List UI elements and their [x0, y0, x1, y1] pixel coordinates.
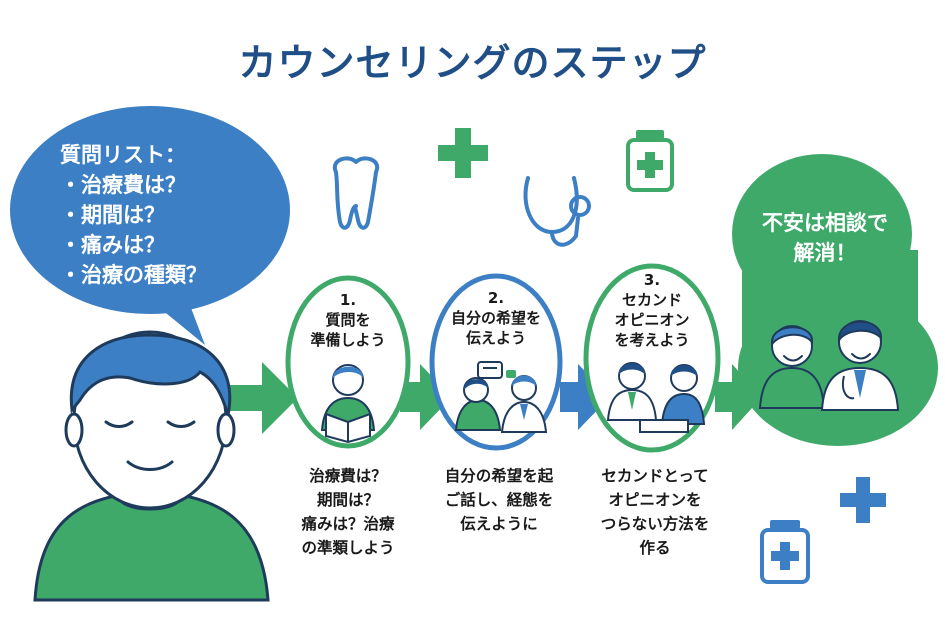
step-1-description: 治療費は？ 期間は？ 痛みは？治療 の準類しよう [282, 464, 414, 560]
step-3-description: セカンドとって オピニオンを つらない方法を 作る [580, 464, 730, 560]
step-1-label-line: 準備しよう [310, 331, 386, 349]
step-2-desc-line: 伝えように [460, 515, 538, 533]
step-3-desc-line: 作る [639, 539, 671, 557]
goal-message: 不安は相談で 解消！ [740, 208, 910, 268]
question-item: ・期間は？ [60, 203, 165, 227]
step-3-label-line: セカンド [621, 291, 682, 309]
flow-arrow [212, 362, 762, 434]
step-1-desc-line: 痛みは？治療 [301, 515, 395, 533]
speech-bubble [10, 106, 290, 345]
step-3-number: 3. [643, 271, 661, 289]
question-list: 質問リスト： ・治療費は？ ・期間は？ ・痛みは？ ・治療の種類？ [60, 140, 250, 290]
question-item: ・治療費は？ [60, 173, 186, 197]
step-3-desc-line: セカンドとって [601, 467, 709, 485]
question-list-heading: 質問リスト： [60, 143, 186, 167]
step-2-label-line: 自分の希望を [450, 309, 541, 327]
step-2-number: 2. [487, 289, 505, 307]
question-item: ・治療の種類？ [60, 263, 207, 287]
question-item: ・痛みは？ [60, 233, 165, 257]
step-1-desc-line: 治療費は？ [309, 467, 387, 485]
plus-icon-blue [840, 477, 886, 523]
patient-illustration [33, 330, 270, 602]
step-2-description: 自分の希望を起 ご話し、経態を 伝えように [424, 464, 574, 536]
step-1-reader-illustration [320, 364, 376, 444]
medicine-bottle-icon [626, 130, 674, 192]
step-1-label-line: 質問を [325, 311, 371, 329]
step-2-desc-line: ご話し、経態を [444, 491, 554, 509]
step-1-desc-line: の準類しよう [301, 539, 395, 557]
goal-patient-illustration [758, 325, 826, 409]
stethoscope-icon [523, 176, 591, 247]
step-1-number: 1. [339, 291, 357, 309]
step-3-label: 3. セカンド オピニオン を考えよう [596, 270, 708, 350]
medicine-bottle-icon-2 [760, 520, 810, 584]
step-2-label-line: 伝えよう [465, 329, 526, 347]
step-2-label: 2. 自分の希望を 伝えよう [436, 288, 556, 348]
goal-line: 不安は相談で [762, 211, 888, 235]
step-3-desc-line: オピニオンを [608, 491, 702, 509]
step-3-doctor-illustration [606, 362, 706, 433]
step-3-label-line: を考えよう [614, 331, 690, 349]
step-3-desc-line: つらない方法を [600, 515, 710, 533]
step-3-label-line: オピニオン [614, 311, 690, 329]
page-title: カウンセリングのステップ [238, 41, 707, 85]
goal-line: 解消！ [793, 241, 857, 265]
step-2-conversation-illustration [454, 361, 548, 433]
step-1-label: 1. 質問を 準備しよう [298, 290, 398, 350]
step-1-oval [285, 275, 411, 449]
step-2-desc-line: 自分の希望を起 [444, 467, 554, 485]
tooth-icon [332, 156, 380, 230]
goal-doctor-illustration [820, 320, 900, 411]
step-1-desc-line: 期間は？ [316, 491, 379, 509]
plus-icon [438, 128, 488, 178]
